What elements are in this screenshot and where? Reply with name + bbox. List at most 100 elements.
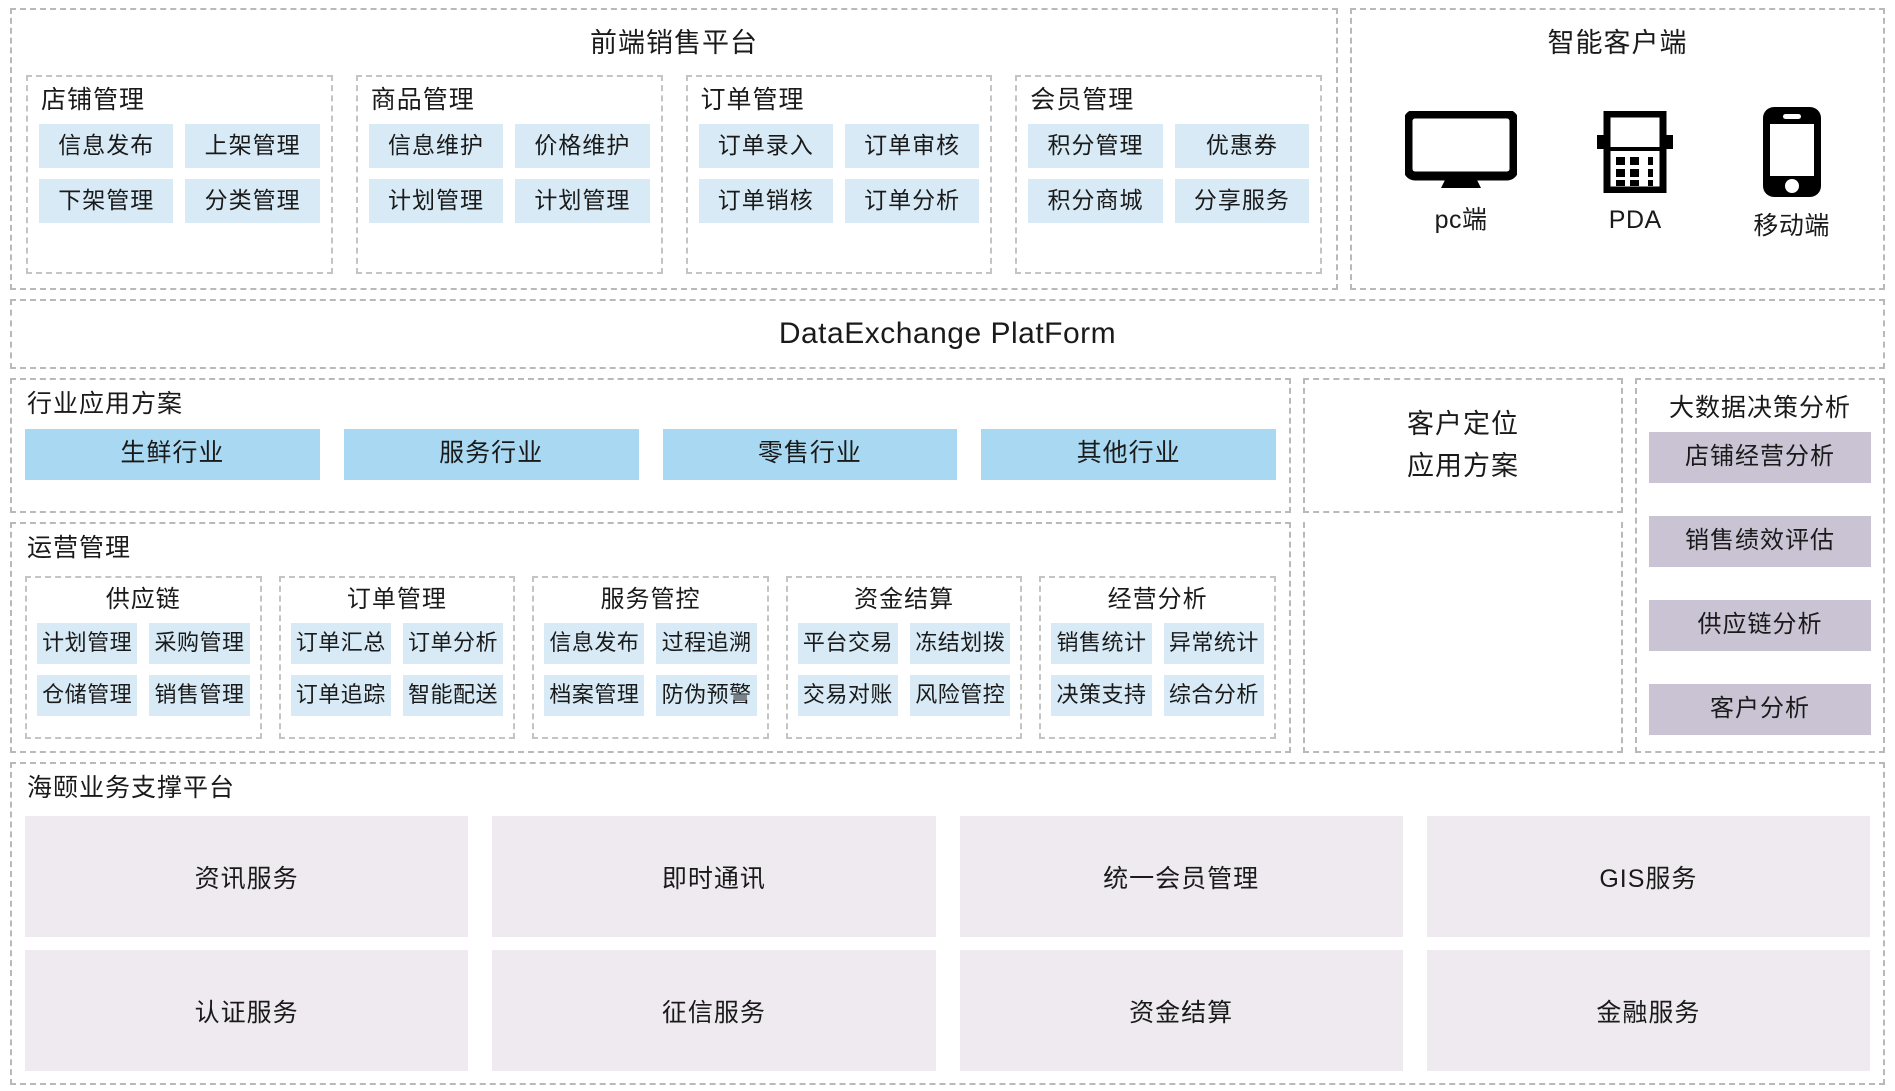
ops-chip-item[interactable]: 决策支持 — [1051, 675, 1152, 717]
customer-positioning-line1: 客户定位 — [1407, 409, 1519, 439]
ops-group-supply-chain: 供应链 计划管理 采购管理 仓储管理 销售管理 — [25, 576, 262, 739]
chip-item[interactable]: 下架管理 — [39, 178, 174, 223]
data-exchange-platform-band: DataExchange PlatForm — [10, 299, 1885, 369]
chip-item[interactable]: 订单录入 — [698, 123, 833, 168]
industry-chip[interactable]: 生鲜行业 — [25, 429, 320, 481]
smart-client-title: 智能客户端 — [1547, 28, 1688, 58]
chip-item[interactable]: 订单销核 — [698, 178, 833, 223]
device-label: 移动端 — [1753, 211, 1830, 240]
big-data-chip[interactable]: 销售绩效评估 — [1649, 516, 1871, 567]
group-items: 订单录入 订单审核 订单销核 订单分析 — [698, 123, 980, 223]
ops-chip-item[interactable]: 档案管理 — [544, 675, 645, 717]
group-product-management: 商品管理 信息维护 价格维护 计划管理 计划管理 — [355, 75, 663, 274]
ops-chip-item[interactable]: 订单分析 — [402, 623, 504, 665]
ops-chip-item[interactable]: 平台交易 — [797, 623, 899, 665]
support-chip[interactable]: 认证服务 — [25, 950, 469, 1071]
support-chip[interactable]: GIS服务 — [1426, 816, 1870, 938]
top-row: 前端销售平台 店铺管理 信息发布 上架管理 下架管理 分类管理 商品管理 信息维… — [10, 8, 1885, 290]
chip-item[interactable]: 优惠券 — [1174, 123, 1309, 168]
ops-chip-item[interactable]: 订单追踪 — [290, 675, 391, 717]
ops-chip-item[interactable]: 风险管控 — [910, 675, 1011, 717]
chip-item[interactable]: 积分商城 — [1028, 178, 1163, 223]
sales-groups: 店铺管理 信息发布 上架管理 下架管理 分类管理 商品管理 信息维护 价格维护 … — [26, 75, 1322, 274]
ops-chip-item[interactable]: 智能配送 — [402, 675, 504, 717]
customer-positioning-line2: 应用方案 — [1407, 451, 1519, 481]
industry-chip[interactable]: 零售行业 — [662, 429, 958, 481]
chip-item[interactable]: 信息维护 — [368, 123, 504, 168]
business-support-platform-panel: 海颐业务支撑平台 资讯服务 即时通讯 统一会员管理 GIS服务 认证服务 征信服… — [10, 762, 1885, 1085]
device-label: PDA — [1608, 205, 1662, 234]
industry-chip[interactable]: 其他行业 — [981, 429, 1276, 481]
ops-group-business-analysis: 经营分析 销售统计 异常统计 决策支持 综合分析 — [1039, 576, 1276, 739]
group-member-management: 会员管理 积分管理 优惠券 积分商城 分享服务 — [1015, 75, 1322, 274]
industry-solutions-title: 行业应用方案 — [27, 390, 184, 418]
business-support-platform-title: 海颐业务支撑平台 — [27, 774, 236, 802]
ops-group-title: 订单管理 — [346, 586, 447, 614]
support-chip[interactable]: 资金结算 — [959, 950, 1403, 1071]
support-platform-items: 资讯服务 即时通讯 统一会员管理 GIS服务 认证服务 征信服务 资金结算 金融… — [25, 816, 1870, 1071]
ops-chip-item[interactable]: 销售统计 — [1051, 623, 1152, 665]
big-data-chip[interactable]: 店铺经营分析 — [1649, 432, 1871, 483]
group-items: 信息发布 上架管理 下架管理 分类管理 — [39, 123, 320, 223]
ops-group-title: 服务管控 — [600, 586, 701, 614]
middle-row: 行业应用方案 生鲜行业 服务行业 零售行业 其他行业 运营管理 供应链 计划管理… — [10, 378, 1885, 753]
customer-positioning-panel: 客户定位 应用方案 — [1303, 378, 1623, 513]
chip-item[interactable]: 分类管理 — [185, 178, 320, 223]
group-title: 订单管理 — [700, 86, 805, 115]
chip-item[interactable]: 信息发布 — [39, 123, 174, 168]
data-exchange-platform-title: DataExchange PlatForm — [778, 317, 1117, 350]
ops-chip-item[interactable]: 交易对账 — [797, 675, 899, 717]
industry-chip[interactable]: 服务行业 — [343, 429, 639, 481]
ops-group-title: 经营分析 — [1107, 586, 1208, 614]
big-data-chip[interactable]: 供应链分析 — [1649, 600, 1871, 651]
ops-group-items: 计划管理 采购管理 仓储管理 销售管理 — [37, 623, 250, 717]
chip-item[interactable]: 订单审核 — [844, 123, 980, 168]
chip-item[interactable]: 分享服务 — [1174, 178, 1309, 223]
middle-center-spacer — [1303, 522, 1623, 753]
big-data-chip[interactable]: 客户分析 — [1649, 684, 1871, 735]
ops-chip-item[interactable]: 仓储管理 — [37, 675, 138, 717]
operations-management-panel: 运营管理 供应链 计划管理 采购管理 仓储管理 销售管理 订单管理 — [10, 522, 1291, 753]
device-pda[interactable]: PDA — [1591, 110, 1679, 234]
ops-group-fund-settlement: 资金结算 平台交易 冻结划拨 交易对账 风险管控 — [785, 576, 1023, 739]
group-store-management: 店铺管理 信息发布 上架管理 下架管理 分类管理 — [26, 75, 333, 274]
device-label: pc端 — [1434, 205, 1488, 234]
support-chip[interactable]: 统一会员管理 — [959, 816, 1403, 938]
big-data-analysis-title: 大数据决策分析 — [1668, 394, 1851, 422]
ops-chip-item[interactable]: 订单汇总 — [290, 623, 391, 665]
ops-chip-item[interactable]: 计划管理 — [37, 623, 138, 665]
ops-chip-item[interactable]: 销售管理 — [149, 675, 250, 717]
chip-item[interactable]: 计划管理 — [368, 178, 504, 223]
ops-chip-item[interactable]: 综合分析 — [1163, 675, 1264, 717]
front-sales-platform-title: 前端销售平台 — [590, 28, 758, 58]
middle-center-column: 客户定位 应用方案 — [1303, 378, 1623, 753]
ops-chip-item[interactable]: 信息发布 — [544, 623, 645, 665]
ops-group-items: 销售统计 异常统计 决策支持 综合分析 — [1051, 623, 1264, 717]
ops-chip-item[interactable]: 异常统计 — [1163, 623, 1264, 665]
device-pc[interactable]: pc端 — [1403, 109, 1519, 234]
ops-group-items: 订单汇总 订单分析 订单追踪 智能配送 — [290, 623, 504, 717]
support-chip[interactable]: 征信服务 — [492, 950, 936, 1071]
chip-item[interactable]: 订单分析 — [844, 178, 980, 223]
mobile-phone-icon — [1761, 105, 1823, 204]
support-chip[interactable]: 金融服务 — [1426, 950, 1870, 1071]
ops-chip-item[interactable]: 采购管理 — [149, 623, 250, 665]
operations-management-title: 运营管理 — [27, 534, 132, 562]
chip-item[interactable]: 价格维护 — [515, 123, 650, 168]
group-items: 积分管理 优惠券 积分商城 分享服务 — [1028, 123, 1309, 223]
operations-groups: 供应链 计划管理 采购管理 仓储管理 销售管理 订单管理 订单汇总 订单分析 — [25, 576, 1276, 739]
device-mobile[interactable]: 移动端 — [1753, 105, 1830, 239]
ops-chip-item[interactable]: 防伪预警 — [656, 675, 757, 717]
group-title: 会员管理 — [1030, 86, 1135, 115]
industry-solutions-panel: 行业应用方案 生鲜行业 服务行业 零售行业 其他行业 — [10, 378, 1291, 513]
ops-chip-item[interactable]: 冻结划拨 — [910, 623, 1011, 665]
chip-item[interactable]: 计划管理 — [515, 178, 650, 223]
group-title: 商品管理 — [370, 86, 475, 115]
group-title: 店铺管理 — [41, 86, 146, 115]
chip-item[interactable]: 上架管理 — [185, 123, 320, 168]
support-chip[interactable]: 资讯服务 — [25, 816, 469, 938]
ops-chip-item[interactable]: 过程追溯 — [656, 623, 757, 665]
chip-item[interactable]: 积分管理 — [1028, 123, 1163, 168]
support-chip[interactable]: 即时通讯 — [492, 816, 936, 938]
ops-group-order-management: 订单管理 订单汇总 订单分析 订单追踪 智能配送 — [278, 576, 516, 739]
